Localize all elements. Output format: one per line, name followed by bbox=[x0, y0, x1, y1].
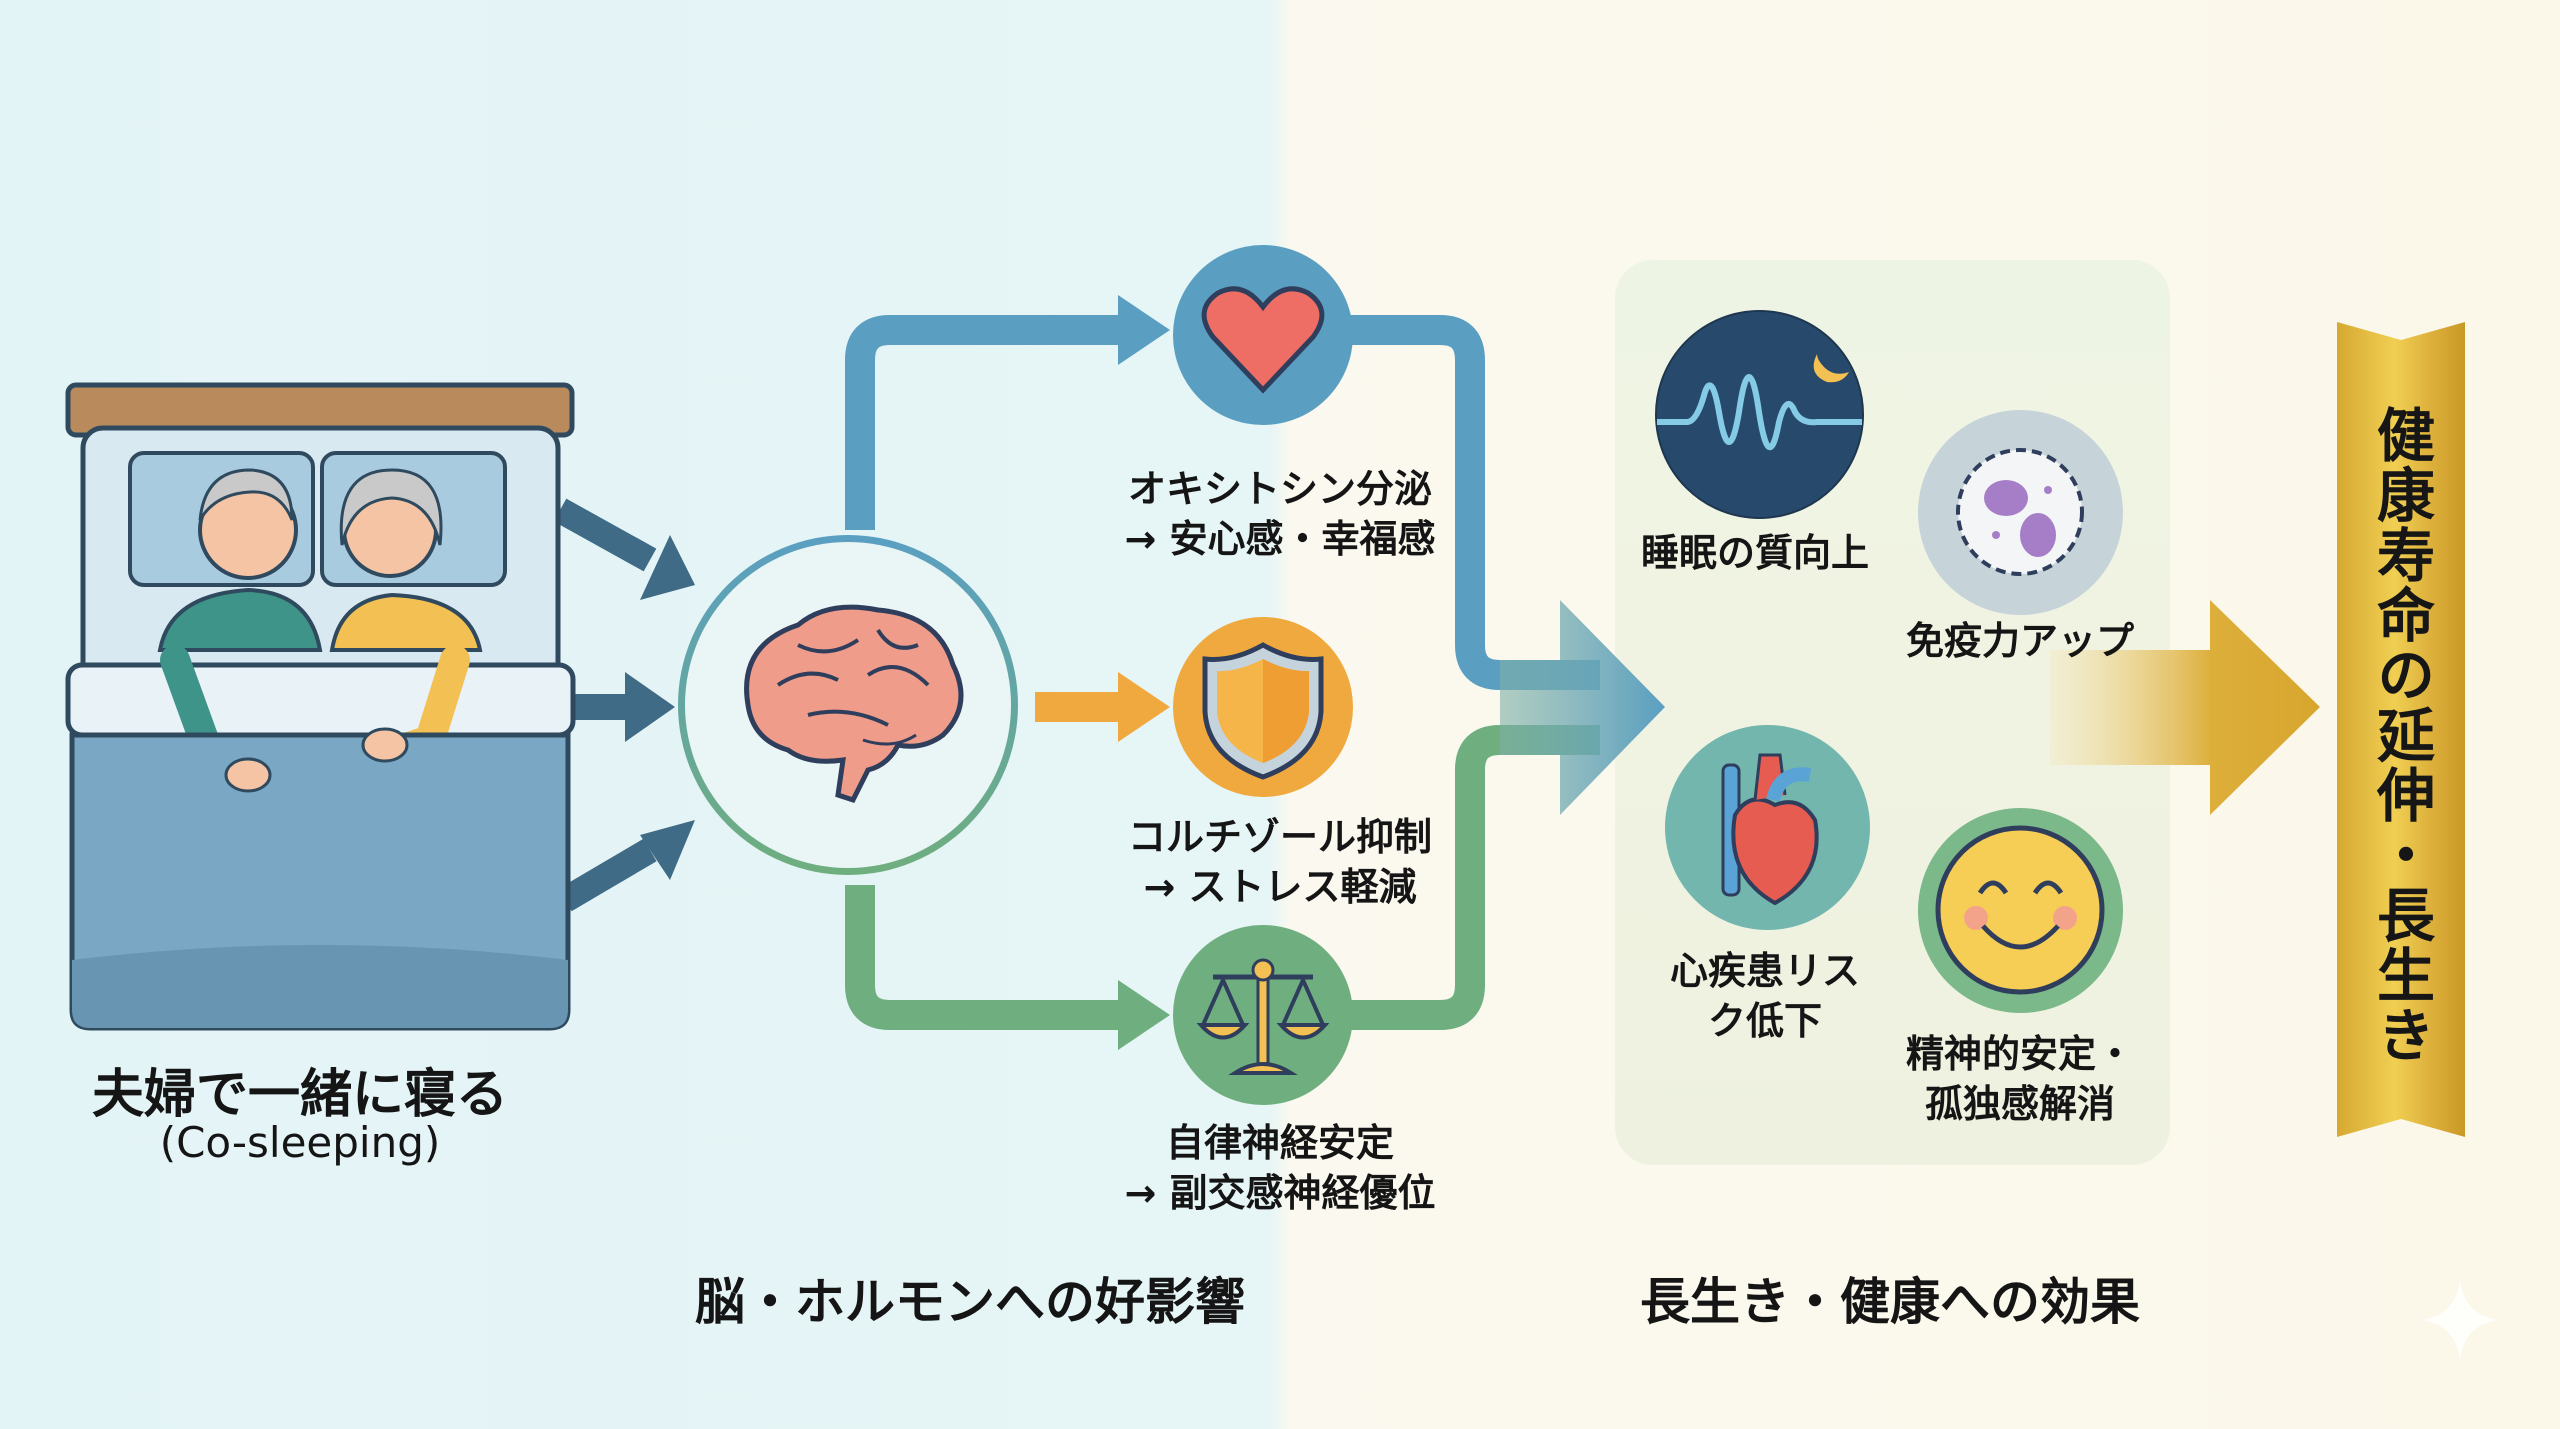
heart-icon bbox=[1201, 286, 1325, 394]
source-subtitle: (Co-sleeping) bbox=[159, 1118, 441, 1167]
input-arrow-middle bbox=[570, 672, 675, 742]
mechanism-1-line1: オキシトシン分泌 bbox=[1127, 467, 1432, 511]
effect-mental-label-line2: 孤独感解消 bbox=[1924, 1082, 2115, 1126]
mechanism-3-line2: → 副交感神経優位 bbox=[1124, 1171, 1436, 1215]
balance-scale-icon bbox=[1196, 958, 1330, 1075]
immune-node bbox=[1918, 410, 2123, 615]
immune-cell-icon bbox=[1956, 448, 2084, 576]
connector-green-out bbox=[1350, 725, 1600, 1030]
sparkle-icon bbox=[2420, 1280, 2500, 1360]
connector-blue-in bbox=[845, 315, 1130, 530]
anatomical-heart-icon bbox=[1721, 753, 1819, 906]
source-title: 夫婦で一緒に寝る bbox=[91, 1065, 508, 1125]
connector-green-in bbox=[845, 885, 1130, 1030]
section-label-mechanisms: 脳・ホルモンへの好影響 bbox=[695, 1273, 1245, 1331]
sleep-wave-moon-icon bbox=[1657, 354, 1862, 450]
connector-blue-out bbox=[1350, 315, 1600, 690]
gold-arrow bbox=[2050, 600, 2320, 815]
effect-cardio-label-line1: 心疾患リス bbox=[1669, 949, 1860, 993]
mechanism-2-line1: コルチゾール抑制 bbox=[1127, 815, 1432, 859]
arrowhead-blue bbox=[1118, 295, 1170, 365]
heart-node bbox=[1173, 245, 1353, 425]
goal-banner bbox=[2337, 322, 2465, 1137]
effect-cardio-label-line2: ク低下 bbox=[1707, 999, 1822, 1043]
cardio-node bbox=[1665, 725, 1870, 930]
input-arrow-bottom bbox=[558, 820, 695, 912]
goal-text: 健康寿命の延伸・長生き bbox=[2367, 405, 2435, 1065]
sleep-node bbox=[1655, 310, 1864, 519]
smiley-face-icon bbox=[1935, 825, 2105, 995]
mechanism-2-line2: → ストレス軽減 bbox=[1143, 865, 1417, 909]
shield-icon bbox=[1202, 642, 1324, 780]
section-label-effects: 長生き・健康への効果 bbox=[1640, 1273, 2140, 1331]
mental-node bbox=[1918, 808, 2123, 1013]
input-arrow-top bbox=[553, 498, 695, 600]
brain-icon bbox=[744, 604, 964, 804]
mechanism-1-line2: → 安心感・幸福感 bbox=[1124, 517, 1436, 561]
effect-sleep-label: 睡眠の質向上 bbox=[1640, 531, 1869, 575]
mechanism-3-line1: 自律神経安定 bbox=[1165, 1121, 1394, 1165]
shield-node bbox=[1173, 617, 1353, 797]
arrowhead-orange bbox=[1118, 672, 1170, 742]
brain-node bbox=[678, 535, 1018, 875]
arrowhead-green bbox=[1118, 980, 1170, 1050]
balance-node bbox=[1173, 925, 1353, 1105]
merged-arrow bbox=[1500, 600, 1665, 815]
effect-mental-label-line1: 精神的安定・ bbox=[1905, 1032, 2134, 1076]
effect-immune-label: 免疫力アップ bbox=[1905, 619, 2134, 663]
